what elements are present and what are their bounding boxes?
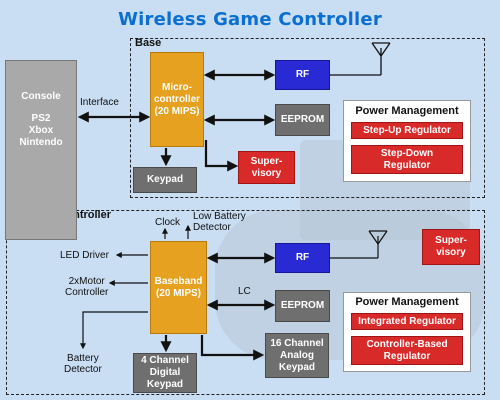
handset-section (6, 210, 485, 395)
battery-detector-label: Battery Detector (64, 353, 102, 375)
base-supervisory-block: Super- visory (238, 151, 295, 184)
base-eeprom-block: EEPROM (275, 104, 330, 136)
base-rf-block: RF (275, 60, 330, 90)
base-power-title: Power Management (355, 105, 459, 117)
base-power-management-panel: Power Management Step-Up Regulator Step-… (343, 100, 471, 182)
handset-power-title: Power Management (355, 296, 459, 308)
console-block: Console PS2 Xbox Nintendo (5, 60, 77, 240)
handset-supervisory-block: Super- visory (422, 229, 480, 265)
console-title: Console (21, 91, 61, 102)
step-down-regulator: Step-Down Regulator (351, 145, 463, 174)
clock-label: Clock (155, 217, 181, 228)
led-driver-label: LED Driver (60, 250, 109, 261)
handset-power-management-panel: Power Management Integrated Regulator Co… (343, 292, 471, 372)
controller-based-regulator: Controller-Based Regulator (351, 336, 463, 365)
low-battery-detector-label: Low Battery Detector (193, 211, 246, 233)
digital-keypad-block: 4 Channel Digital Keypad (133, 353, 197, 393)
handset-rf-block: RF (275, 243, 330, 273)
handset-eeprom-block: EEPROM (275, 290, 330, 322)
base-label: Base (135, 37, 162, 49)
baseband-block: Baseband (20 MIPS) (150, 241, 207, 334)
microcontroller-block: Micro- controller (20 MIPS) (150, 52, 204, 147)
motor-controller-label: 2xMotor Controller (65, 276, 109, 298)
integrated-regulator: Integrated Regulator (351, 313, 463, 330)
base-keypad-block: Keypad (133, 167, 197, 193)
console-platforms: PS2 Xbox Nintendo (19, 113, 63, 148)
analog-keypad-block: 16 Channel Analog Keypad (265, 333, 329, 378)
step-up-regulator: Step-Up Regulator (351, 122, 463, 139)
diagram-title: Wireless Game Controller (118, 9, 382, 30)
interface-label: Interface (80, 97, 119, 108)
lc-label: LC (238, 286, 251, 297)
